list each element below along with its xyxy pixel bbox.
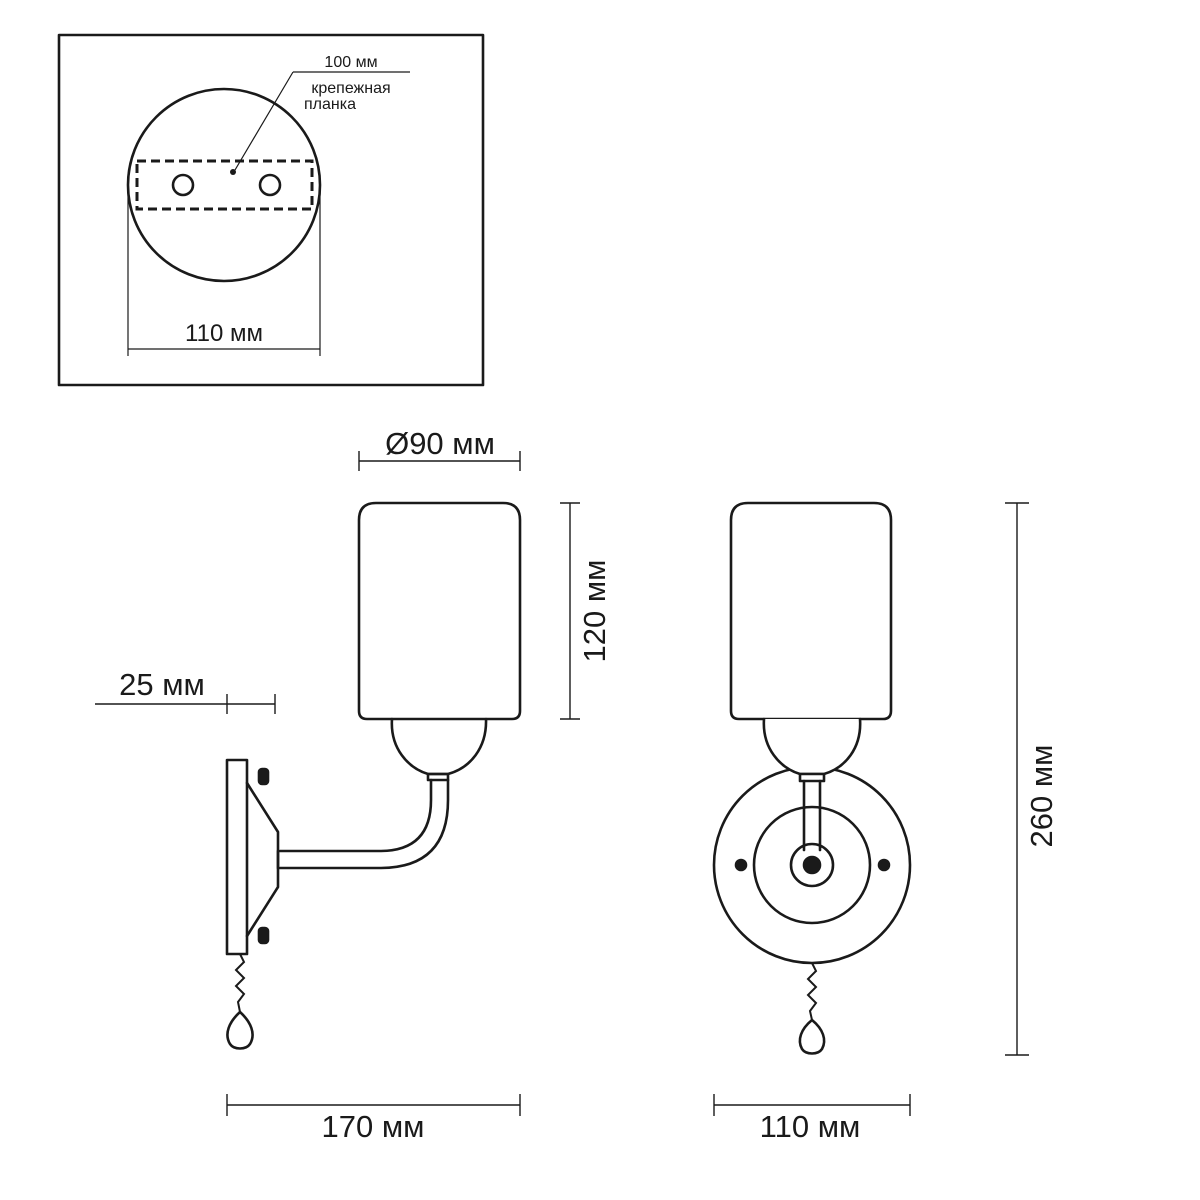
wall-offset-label: 25 мм bbox=[119, 667, 205, 702]
bracket-leader-line bbox=[234, 71, 294, 171]
side-holder-nut bbox=[426, 772, 450, 782]
mounting-base-inset: 100 мм крепежная планка 110 мм bbox=[57, 33, 485, 387]
front-width-label: 110 мм bbox=[760, 1109, 861, 1144]
side-holder-cup bbox=[390, 717, 488, 776]
inset-base-width-label: 110 мм bbox=[185, 320, 263, 347]
side-pull-chain bbox=[234, 953, 246, 1013]
total-height-label: 260 мм bbox=[1024, 745, 1059, 848]
shade-height-label: 120 мм bbox=[577, 560, 612, 663]
shade-diameter-label: Ø90 мм bbox=[385, 426, 495, 461]
side-cone bbox=[245, 781, 280, 938]
screw-hole-right bbox=[258, 173, 282, 197]
front-pull-knob bbox=[798, 1018, 826, 1055]
front-screw-left bbox=[734, 858, 748, 872]
front-base-plate-inner bbox=[752, 805, 872, 925]
screw-hole-left bbox=[171, 173, 195, 197]
side-pull-knob bbox=[226, 1010, 254, 1050]
front-holder-cup bbox=[762, 717, 862, 776]
bracket-center-dot bbox=[230, 169, 236, 175]
front-shade bbox=[729, 501, 893, 721]
side-shade bbox=[357, 501, 522, 721]
side-screw-top bbox=[257, 767, 270, 786]
total-depth-label: 170 мм bbox=[322, 1109, 425, 1144]
front-stem-end bbox=[802, 855, 822, 875]
base-plate-circle bbox=[126, 87, 322, 283]
front-stem-boss bbox=[789, 842, 835, 888]
plate-name-line1: крепежная bbox=[311, 80, 390, 97]
front-holder-nut bbox=[798, 772, 826, 783]
plate-size-label: 100 мм bbox=[324, 54, 377, 71]
inset-frame bbox=[57, 33, 485, 387]
front-view: 260 мм 110 мм bbox=[712, 501, 1059, 1144]
side-arm-inner bbox=[278, 778, 433, 853]
side-wall-plate bbox=[225, 758, 249, 956]
plate-name-line2: планка bbox=[304, 96, 356, 113]
side-view: 25 мм Ø90 мм 120 мм 170 мм bbox=[95, 426, 612, 1144]
side-screw-bottom bbox=[257, 926, 270, 945]
mounting-bracket-dashed bbox=[135, 159, 314, 211]
front-screw-right bbox=[877, 858, 891, 872]
side-arm-outer bbox=[278, 778, 450, 870]
front-pull-chain bbox=[806, 962, 818, 1021]
